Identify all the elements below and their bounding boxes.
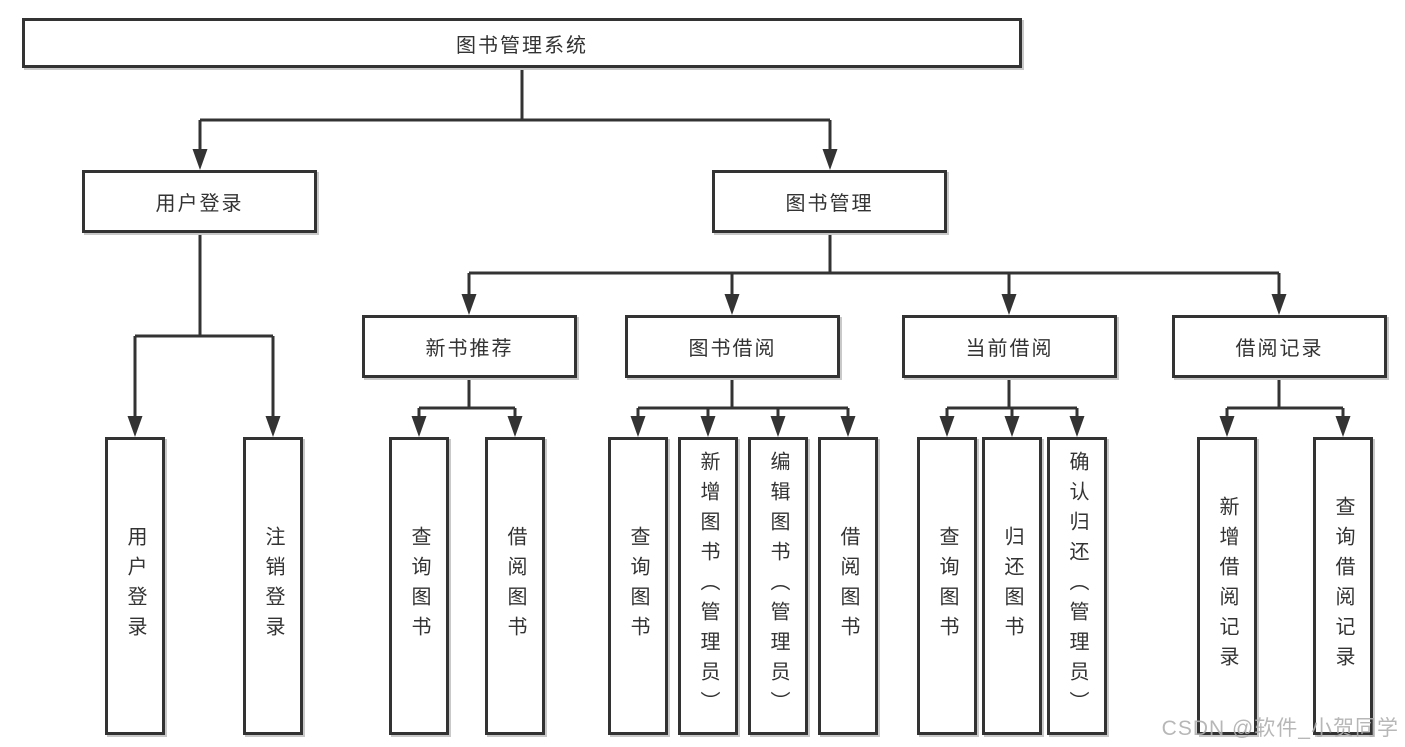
node-label: 图书管理系统 bbox=[456, 34, 588, 57]
node-label: 新增借阅记录 bbox=[1216, 496, 1238, 676]
node-label: 查询借阅记录 bbox=[1332, 496, 1354, 676]
connector-user-login bbox=[133, 233, 275, 417]
connector-root bbox=[198, 68, 832, 150]
node-label: 用户登录 bbox=[124, 526, 146, 646]
node-label: 确认归还（管理员） bbox=[1066, 451, 1088, 721]
node-label: 借阅记录 bbox=[1235, 338, 1324, 360]
arrow-icon bbox=[507, 416, 523, 437]
arrow-icon bbox=[1219, 416, 1235, 437]
node-label: 新增图书（管理员） bbox=[697, 451, 719, 721]
node-leaf-logout: 注销登录 bbox=[243, 437, 303, 735]
node-label: 查询图书 bbox=[627, 526, 649, 646]
arrow-icon bbox=[770, 416, 786, 437]
node-leaf-cb-query-books: 查询图书 bbox=[917, 437, 977, 735]
arrow-icon bbox=[1001, 294, 1017, 315]
csdn-watermark: CSDN @软件_小贺同学 bbox=[1161, 717, 1399, 740]
connector-book-borrow bbox=[636, 378, 850, 417]
connector-book-management bbox=[467, 233, 1281, 295]
arrow-icon bbox=[630, 416, 646, 437]
node-label: 图书借阅 bbox=[688, 338, 777, 360]
arrow-icon bbox=[265, 416, 281, 437]
node-label: 查询图书 bbox=[408, 526, 430, 646]
arrow-icon bbox=[411, 416, 427, 437]
node-label: 编辑图书（管理员） bbox=[767, 451, 789, 721]
node-leaf-bb-edit-books-admin: 编辑图书（管理员） bbox=[748, 437, 808, 735]
connector-current-borrow bbox=[945, 378, 1079, 417]
arrow-icon bbox=[939, 416, 955, 437]
node-label: 查询图书 bbox=[936, 526, 958, 646]
node-new-book-recommendation: 新书推荐 bbox=[362, 315, 577, 378]
arrow-icon bbox=[127, 416, 143, 437]
node-leaf-nbr-query-books: 查询图书 bbox=[389, 437, 449, 735]
node-label: 归还图书 bbox=[1001, 526, 1023, 646]
arrow-icon bbox=[1335, 416, 1351, 437]
connector-borrow-records bbox=[1225, 378, 1345, 417]
arrow-icon bbox=[1271, 294, 1287, 315]
node-label: 注销登录 bbox=[262, 526, 284, 646]
arrow-icon bbox=[724, 294, 740, 315]
node-leaf-bb-add-books-admin: 新增图书（管理员） bbox=[678, 437, 738, 735]
node-leaf-user-login: 用户登录 bbox=[105, 437, 165, 735]
node-label: 当前借阅 bbox=[965, 338, 1054, 360]
node-label: 借阅图书 bbox=[837, 526, 859, 646]
node-leaf-nbr-borrow-books: 借阅图书 bbox=[485, 437, 545, 735]
node-leaf-bb-query-books: 查询图书 bbox=[608, 437, 668, 735]
node-leaf-br-query-record: 查询借阅记录 bbox=[1313, 437, 1373, 735]
node-leaf-cb-confirm-return-admin: 确认归还（管理员） bbox=[1047, 437, 1107, 735]
arrow-icon bbox=[1069, 416, 1085, 437]
node-book-borrowing: 图书借阅 bbox=[625, 315, 840, 378]
node-borrowing-records: 借阅记录 bbox=[1172, 315, 1387, 378]
node-root-library-system: 图书管理系统 bbox=[22, 18, 1022, 68]
node-leaf-cb-return-books: 归还图书 bbox=[982, 437, 1042, 735]
arrow-icon bbox=[461, 294, 477, 315]
node-current-borrowing: 当前借阅 bbox=[902, 315, 1117, 378]
node-leaf-br-add-record: 新增借阅记录 bbox=[1197, 437, 1257, 735]
arrow-icon bbox=[1004, 416, 1020, 437]
arrow-icon bbox=[192, 149, 208, 170]
arrow-icon bbox=[700, 416, 716, 437]
node-label: 图书管理 bbox=[785, 193, 874, 215]
node-label: 新书推荐 bbox=[425, 338, 514, 360]
node-user-login-branch: 用户登录 bbox=[82, 170, 317, 233]
connector-new-book-rec bbox=[417, 378, 517, 417]
node-label: 用户登录 bbox=[155, 193, 244, 215]
arrow-icon bbox=[822, 149, 838, 170]
node-leaf-bb-borrow-books: 借阅图书 bbox=[818, 437, 878, 735]
arrow-icon bbox=[840, 416, 856, 437]
node-book-management-branch: 图书管理 bbox=[712, 170, 947, 233]
node-label: 借阅图书 bbox=[504, 526, 526, 646]
